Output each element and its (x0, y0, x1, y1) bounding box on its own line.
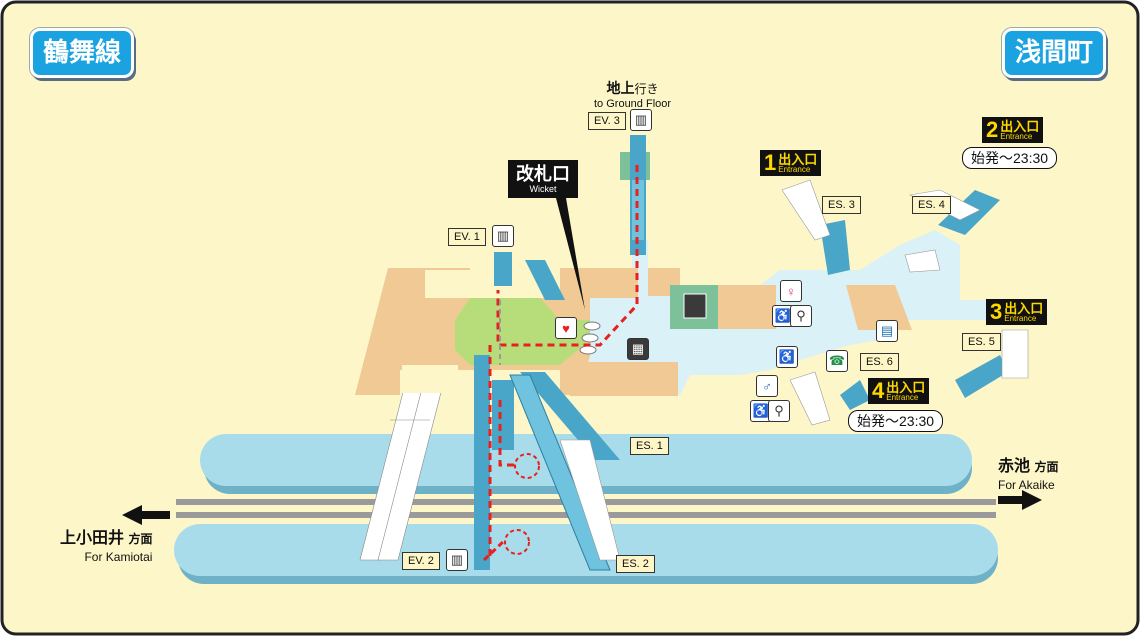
direction-right-jp: 赤池 (998, 458, 1031, 475)
family-toilet-icon: ⚲ (790, 305, 812, 327)
direction-left-en: For Kamiotai (84, 550, 153, 565)
room-right (846, 285, 912, 330)
arrow-left-icon (122, 505, 170, 525)
tag-ev3: EV. 3 (588, 112, 626, 130)
exit-4-en: Entrance (886, 393, 919, 402)
ticket-gates (579, 321, 601, 355)
accessible-route (488, 165, 639, 560)
exit-3-en: Entrance (1004, 314, 1037, 323)
tag-es6: ES. 6 (860, 353, 899, 371)
ground-floor-label: 地上行き to Ground Floor (594, 78, 671, 110)
arrow-right-icon (998, 490, 1042, 510)
toilet-icon: ♀ (780, 280, 802, 302)
exit-2-jp: 出入口 (1000, 119, 1040, 134)
stairs-exit3 (1001, 329, 1029, 379)
line-name-badge: 鶴舞線 (30, 28, 135, 78)
wicket-en: Wicket (529, 184, 557, 194)
stair-lift-icon: ♿ (776, 346, 798, 368)
exit-2-number: 2 (986, 117, 999, 142)
elevator-icon: ▥ (446, 549, 468, 571)
escalator-es5 (955, 355, 1008, 398)
wicket-pointer (556, 198, 585, 310)
direction-left-suffix: 方面 (128, 532, 153, 546)
wicket-jp: 改札口 (516, 164, 570, 184)
boarding-spot-lower (504, 529, 530, 555)
stairs-exit4 (789, 371, 831, 426)
stairs-exit1 (781, 179, 831, 241)
locker-icon: ▤ (876, 320, 898, 342)
tag-ev1: EV. 1 (448, 228, 486, 246)
tag-es1: ES. 1 (630, 437, 669, 455)
ground-floor-jp: 地上 (606, 80, 635, 96)
direction-left: 上小田井 方面 For Kamiotai (60, 530, 152, 567)
escalator-es6 (840, 380, 870, 410)
escalator-es2 (509, 374, 611, 571)
escalator-es1 (520, 260, 620, 460)
exit-4-jp: 出入口 (886, 380, 926, 395)
boarding-spot-upper (514, 453, 540, 479)
exit-1-en: Entrance (778, 165, 811, 174)
exit-1-number: 1 (764, 150, 777, 175)
direction-left-jp: 上小田井 (60, 530, 125, 547)
ground-floor-en: to Ground Floor (594, 98, 672, 110)
toilet-icon: ♂ (756, 375, 778, 397)
exit-4-hours: 始発～23:30 (848, 410, 944, 432)
elevator-icon: ▥ (492, 225, 514, 247)
tag-ev2: EV. 2 (402, 552, 440, 570)
direction-right-en: For Akaike (998, 478, 1055, 493)
direction-right-suffix: 方面 (1034, 460, 1059, 474)
tag-es5: ES. 5 (962, 333, 1001, 351)
ground-floor-jp-suffix: 行き (634, 82, 659, 96)
exit-3-jp: 出入口 (1004, 301, 1044, 316)
family-toilet-icon: ⚲ (768, 400, 790, 422)
exit-3-number: 3 (990, 299, 1003, 324)
telephone-icon: ☎ (826, 350, 848, 372)
exit-2-en: Entrance (1000, 132, 1033, 141)
exit-1-jp: 出入口 (778, 152, 818, 167)
exit-4-number: 4 (872, 378, 885, 403)
exit-2-hours: 始発～23:30 (962, 147, 1058, 169)
station-name-badge: 浅間町 (1002, 28, 1107, 78)
tag-es4: ES. 4 (912, 196, 951, 214)
tag-es3: ES. 3 (822, 196, 861, 214)
room-bottom (570, 362, 678, 396)
wicket-label: 改札口 Wicket (508, 160, 578, 198)
elevator-icon: ▥ (630, 109, 652, 131)
direction-right: 赤池 方面 For Akaike (998, 458, 1058, 495)
ev2-shaft (474, 355, 490, 570)
aed-icon: ♥ (555, 317, 577, 339)
ticket-machine-icon: ▦ (627, 338, 649, 360)
ev1-shaft (494, 252, 512, 286)
tag-es2: ES. 2 (616, 555, 655, 573)
room-left (718, 285, 776, 329)
